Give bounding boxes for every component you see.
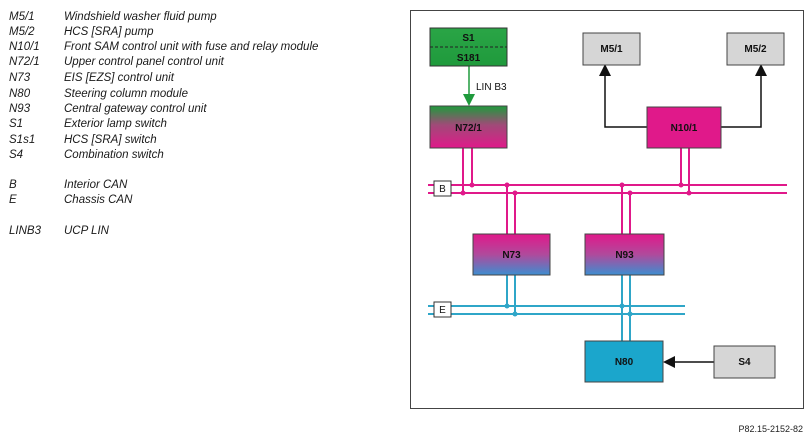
n80-box: N80 [584, 340, 664, 383]
legend-code: N73 [9, 72, 31, 84]
s4-label: S4 [738, 357, 751, 368]
n10-1-label: N10/1 [671, 123, 698, 134]
lin-b3-label: LIN B3 [476, 82, 507, 93]
s4-box: S4 [713, 345, 776, 379]
legend-code: S4 [9, 149, 24, 161]
legend-desc: EIS [EZS] control unit [64, 72, 174, 84]
m5-1-label: M5/1 [600, 44, 623, 55]
chassis-can-bus [428, 305, 685, 315]
legend-code: N80 [9, 88, 31, 100]
legend-desc: Exterior lamp switch [64, 118, 167, 130]
legend-code: N10/1 [9, 41, 40, 53]
n80-label: N80 [615, 357, 634, 368]
n10-1-box: N10/1 [646, 106, 722, 149]
n73-label: N73 [502, 250, 521, 261]
m5-1-box: M5/1 [582, 32, 641, 66]
legend-code: N72/1 [9, 56, 40, 68]
legend-desc: HCS [SRA] pump [64, 26, 154, 38]
legend-desc: Upper control panel control unit [64, 56, 224, 68]
legend-desc: Combination switch [64, 149, 164, 161]
bus-e-tag: E [433, 301, 452, 318]
figure-id: P82.15-2152-82 [738, 424, 803, 434]
n10-1-output-lines [599, 64, 767, 128]
legend-desc: Chassis CAN [64, 194, 133, 206]
legend-desc: Interior CAN [64, 179, 128, 191]
legend-desc: Steering column module [64, 88, 189, 100]
m5-2-label: M5/2 [744, 44, 767, 55]
n93-label: N93 [615, 250, 634, 261]
legend-code: S1 [9, 118, 24, 130]
legend-code: S1s1 [9, 134, 36, 146]
n93-box: N93 [584, 233, 665, 276]
bus-e-label: E [439, 305, 446, 316]
legend-code: M5/2 [9, 26, 35, 38]
diagram-frame [410, 10, 804, 409]
n10-1-bus-connection [678, 148, 692, 196]
legend-code: M5/1 [9, 11, 35, 23]
m5-2-box: M5/2 [726, 32, 785, 66]
legend-desc: Central gateway control unit [64, 103, 207, 115]
n73-bus-connection [504, 182, 518, 317]
n72-1-box: N72/1 [429, 105, 508, 149]
legend-desc: UCP LIN [64, 225, 109, 237]
n72-1-bus-connection [460, 148, 475, 196]
legend-code: B [9, 179, 17, 191]
s1-box: S1 S181 [429, 27, 508, 67]
legend-desc: Windshield washer fluid pump [64, 11, 217, 23]
n73-box: N73 [472, 233, 551, 276]
s1-label: S1 [462, 33, 475, 44]
legend-code: LINB3 [9, 225, 41, 237]
legend-desc: Front SAM control unit with fuse and rel… [64, 41, 319, 53]
legend-code: N93 [9, 103, 31, 115]
bus-b-tag: B [433, 180, 452, 197]
legend-code: E [9, 194, 17, 206]
n72-1-label: N72/1 [455, 123, 482, 134]
interior-can-bus [428, 184, 787, 194]
s181-label: S181 [457, 53, 481, 64]
n93-bus-connection [619, 182, 633, 341]
legend-desc: HCS [SRA] switch [64, 134, 157, 146]
bus-b-label: B [439, 184, 446, 195]
